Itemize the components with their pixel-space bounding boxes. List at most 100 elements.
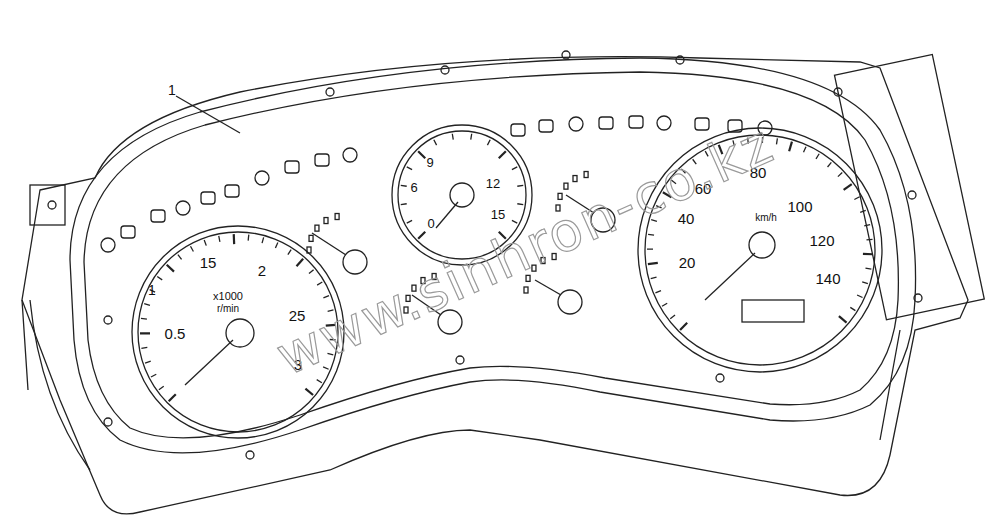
speedo-tick — [867, 239, 873, 241]
speedo-tick — [655, 291, 661, 293]
gauge-tick — [524, 287, 528, 293]
tach-tick — [144, 304, 150, 306]
clock-tick — [407, 220, 412, 223]
speedo-tick — [776, 138, 778, 144]
speedo-tick — [648, 234, 654, 236]
needle — [436, 202, 458, 228]
tach-tick — [159, 386, 164, 390]
clock-tick — [401, 203, 407, 205]
screw — [716, 374, 724, 382]
dial-number: 15 — [491, 208, 505, 221]
clock-tick — [517, 185, 523, 187]
tach-tick — [233, 234, 236, 244]
screw — [562, 51, 570, 59]
screw — [456, 356, 464, 364]
screw — [908, 191, 916, 199]
warning-icon — [343, 148, 357, 162]
speedo-tick — [839, 316, 847, 322]
warning-icon — [657, 116, 671, 130]
speedo-tick — [648, 263, 658, 264]
side-tab — [30, 185, 65, 225]
clock-tick — [512, 167, 517, 170]
gauge-needle — [312, 233, 346, 255]
screw — [246, 451, 254, 459]
watermark: www.sinhron-co.kz — [267, 112, 783, 388]
speedo-tick — [864, 225, 870, 226]
warning-icon — [539, 120, 553, 132]
warning-icon — [121, 226, 135, 238]
speedo-tick — [850, 307, 855, 310]
clock-tick — [418, 151, 425, 158]
tach-tick — [288, 250, 291, 255]
clock-tick — [499, 151, 506, 158]
tach-tick — [297, 259, 304, 266]
clock-tick — [487, 140, 490, 145]
speedo-tick — [662, 303, 667, 306]
speedo-tick — [816, 154, 819, 159]
clock-tick — [470, 134, 472, 140]
dial-number: 0 — [427, 217, 434, 230]
gauge-tick — [564, 183, 568, 189]
screw — [914, 294, 922, 302]
dial-number: 15 — [200, 255, 217, 270]
tach-tick — [141, 347, 147, 348]
clock-tick — [407, 167, 412, 170]
leader-line — [176, 96, 240, 133]
speedo-tick — [854, 197, 859, 200]
tach-tick — [309, 270, 314, 274]
tach-tick — [305, 389, 313, 395]
gauge-hub — [558, 290, 582, 314]
gauge-tick — [309, 235, 313, 241]
tach-tick — [141, 318, 147, 320]
screw — [834, 88, 842, 96]
tach-tick — [219, 236, 220, 242]
gauge-tick — [335, 214, 339, 220]
dial-number: 0.5 — [165, 326, 186, 341]
gauge-hub — [343, 250, 367, 274]
warning-icon — [569, 117, 583, 131]
tach-tick — [169, 394, 176, 401]
speedo-tick — [828, 162, 832, 167]
dial-number: 20 — [679, 255, 696, 270]
gauge-tick — [307, 247, 311, 253]
bezel-inner — [84, 72, 898, 438]
gauge-tick — [315, 225, 319, 231]
screw — [104, 316, 112, 324]
gauge-tick — [584, 172, 588, 178]
speedo-tick — [680, 323, 687, 330]
warning-icon — [315, 154, 329, 166]
clock-tick — [401, 185, 407, 187]
warning-icon — [101, 238, 115, 252]
speedo-tick — [860, 210, 866, 212]
speedo-tick — [647, 249, 653, 250]
dial-number: 6 — [410, 181, 417, 194]
tach-tick — [204, 240, 206, 246]
screw — [326, 88, 334, 96]
tach-tick — [317, 380, 322, 383]
speedo-tick — [857, 295, 862, 298]
dial-number: 120 — [809, 233, 834, 248]
needle — [705, 253, 755, 300]
warning-icon — [511, 124, 525, 136]
dial-number: 12 — [486, 177, 500, 190]
tach-tick — [140, 332, 150, 334]
speedo-tick — [862, 282, 868, 284]
speedo-tick — [844, 184, 852, 190]
screw — [676, 56, 684, 64]
warning-icon — [695, 118, 709, 130]
warning-icon — [176, 201, 190, 215]
odometer-window — [742, 300, 804, 322]
warning-icon — [225, 185, 239, 197]
speedo-tick — [789, 142, 792, 152]
clock-tick — [452, 134, 454, 140]
tach-tick — [317, 282, 322, 285]
speedo-tick — [838, 173, 842, 177]
tach-tick — [178, 255, 182, 260]
gauge-tick — [573, 176, 577, 182]
gauge-tick — [324, 218, 328, 224]
warning-icon — [151, 210, 165, 222]
needle — [185, 340, 233, 385]
gauge-needle — [535, 280, 561, 295]
dial-number: 140 — [815, 271, 840, 286]
